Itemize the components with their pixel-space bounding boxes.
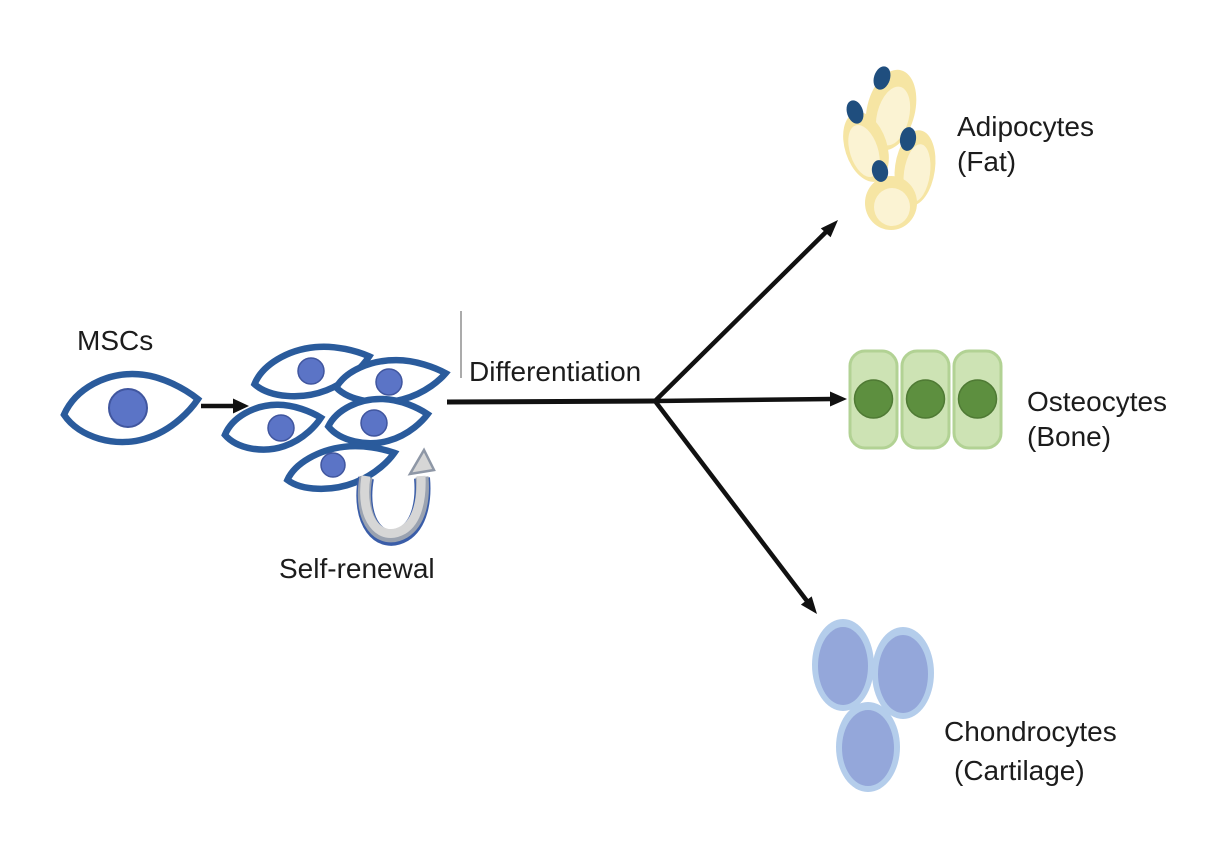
adipocyte-nucleus bbox=[873, 66, 891, 90]
differentiation-arrows bbox=[446, 220, 847, 614]
adipocyte-cell bbox=[865, 176, 917, 230]
adipocytes-tissue-label: (Fat) bbox=[957, 146, 1016, 177]
branch-adipocyte-head bbox=[820, 220, 838, 238]
branch-chondrocyte-head bbox=[800, 596, 817, 614]
adipocyte-lipid bbox=[874, 188, 910, 226]
proliferation-arrow-head bbox=[233, 398, 249, 414]
adipocyte-lipid bbox=[875, 86, 911, 146]
chondrocyte-body bbox=[878, 635, 928, 713]
osteocytes-label: Osteocytes bbox=[1027, 386, 1167, 417]
cluster-cell-nucleus bbox=[360, 409, 388, 437]
branch-osteocyte-head bbox=[830, 391, 847, 407]
adipocyte-nuclei bbox=[846, 66, 917, 182]
proliferation-arrow bbox=[201, 398, 249, 414]
adipocyte-cluster bbox=[843, 66, 936, 230]
adipocyte-nucleus bbox=[871, 160, 889, 182]
chondrocyte-cell bbox=[872, 627, 934, 719]
chondrocytes-label: Chondrocytes bbox=[944, 716, 1117, 747]
self-renewal-arrow-body bbox=[360, 475, 426, 538]
osteocyte-nucleus bbox=[905, 379, 946, 419]
msc-cell-nucleus bbox=[108, 388, 148, 428]
chondrocytes-tissue-label: (Cartilage) bbox=[954, 755, 1085, 786]
cluster-nuclei bbox=[267, 357, 403, 478]
osteocyte-cell bbox=[900, 349, 951, 450]
branch-chondrocyte-shaft bbox=[653, 399, 809, 603]
trunk-line bbox=[446, 398, 657, 405]
adipocyte-nucleus bbox=[846, 100, 864, 124]
osteocyte-cell bbox=[848, 349, 899, 450]
adipocytes-label: Adipocytes bbox=[957, 111, 1094, 142]
cluster-cell-nucleus bbox=[320, 452, 346, 478]
osteocytes-tissue-label: (Bone) bbox=[1027, 421, 1111, 452]
chondrocyte-cell bbox=[836, 702, 900, 792]
differentiation-label: Differentiation bbox=[469, 356, 641, 387]
branch-osteocyte-shaft bbox=[654, 396, 834, 404]
msc-cluster bbox=[222, 338, 447, 497]
adipocyte-lipid bbox=[848, 124, 880, 178]
self-renewal-label: Self-renewal bbox=[279, 553, 435, 584]
chondrocyte-body bbox=[818, 627, 868, 705]
chondrocyte-cluster bbox=[812, 619, 934, 792]
self-renewal-arrow bbox=[356, 447, 436, 546]
osteocyte-cell bbox=[952, 349, 1003, 450]
msc-cell bbox=[63, 372, 200, 444]
chondrocyte-cell bbox=[812, 619, 874, 711]
chondrocyte-body bbox=[842, 710, 894, 786]
branch-adipocyte-shaft bbox=[653, 228, 830, 403]
cluster-cell-nucleus bbox=[297, 357, 325, 385]
cluster-cell-nucleus bbox=[267, 414, 295, 442]
osteocyte-row bbox=[848, 349, 1003, 450]
self-renewal-arrow-head bbox=[407, 447, 436, 476]
osteocyte-nucleus bbox=[957, 379, 998, 419]
cluster-cell-nucleus bbox=[375, 368, 403, 396]
adipocyte-nucleus bbox=[899, 127, 917, 151]
msc-label: MSCs bbox=[77, 325, 153, 356]
osteocyte-nucleus bbox=[853, 379, 894, 419]
